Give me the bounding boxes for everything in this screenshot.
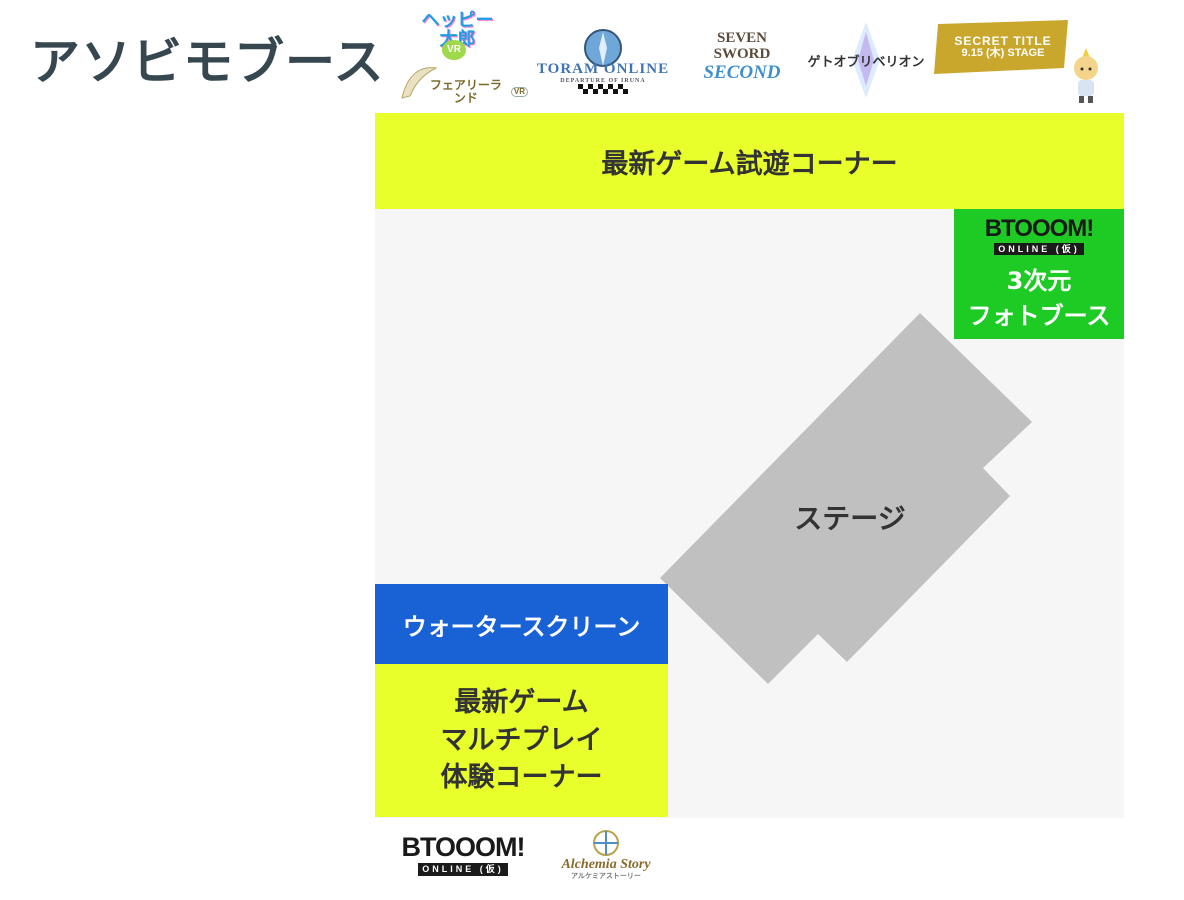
page-title: アソビモブース xyxy=(30,33,385,91)
photo-booth-line1: 3次元 xyxy=(1006,267,1072,296)
fairyland-vr-badge: VR xyxy=(510,86,528,98)
photo-booth-line2: フォトブース xyxy=(967,302,1111,331)
crystal-icon xyxy=(852,22,880,98)
toram-emblem-icon xyxy=(584,28,622,67)
mascot-character-icon xyxy=(1066,48,1106,104)
fairyland-logo: フェアリーランド VR xyxy=(398,60,528,106)
alchemia-ornament-icon xyxy=(593,829,619,856)
happy-vr-badge: VR xyxy=(442,40,466,60)
toram-online-logo: TORAM ONLINE DEPARTURE OF IRUNA xyxy=(528,24,678,96)
water-screen-zone: ウォータースクリーン xyxy=(375,584,668,664)
photo-booth-zone: BTOOOM! ONLINE (仮) 3次元 フォトブース xyxy=(954,209,1124,339)
latest-game-trial-corner: 最新ゲーム試遊コーナー xyxy=(375,113,1124,209)
gate-of-rebellion-logo: ゲトオブリベリオン xyxy=(806,20,926,104)
secret-title-banner: SECRET TITLE 9.15 (木) STAGE xyxy=(934,20,1072,74)
multiplayer-line3: 体験コーナー xyxy=(440,762,603,794)
photo-booth-btooom-logo: BTOOOM! ONLINE (仮) xyxy=(984,214,1094,256)
seven-sword-logo: SEVEN SWORD SECOND xyxy=(703,30,781,83)
btooom-online-logo: BTOOOM! ONLINE (仮) xyxy=(401,832,526,876)
multiplayer-experience-corner: 最新ゲーム マルチプレイ 体験コーナー xyxy=(375,664,668,817)
banner-shape xyxy=(934,20,1068,74)
checker-icon xyxy=(578,84,628,95)
fairy-wing-icon xyxy=(401,67,438,99)
multiplayer-line1: 最新ゲーム xyxy=(454,686,589,718)
multiplayer-line2: マルチプレイ xyxy=(440,724,603,756)
stage-label: ステージ xyxy=(794,502,906,535)
stage-shape xyxy=(660,313,1032,684)
alchemia-story-logo: Alchemia Story アルケミアストーリー xyxy=(544,820,668,888)
